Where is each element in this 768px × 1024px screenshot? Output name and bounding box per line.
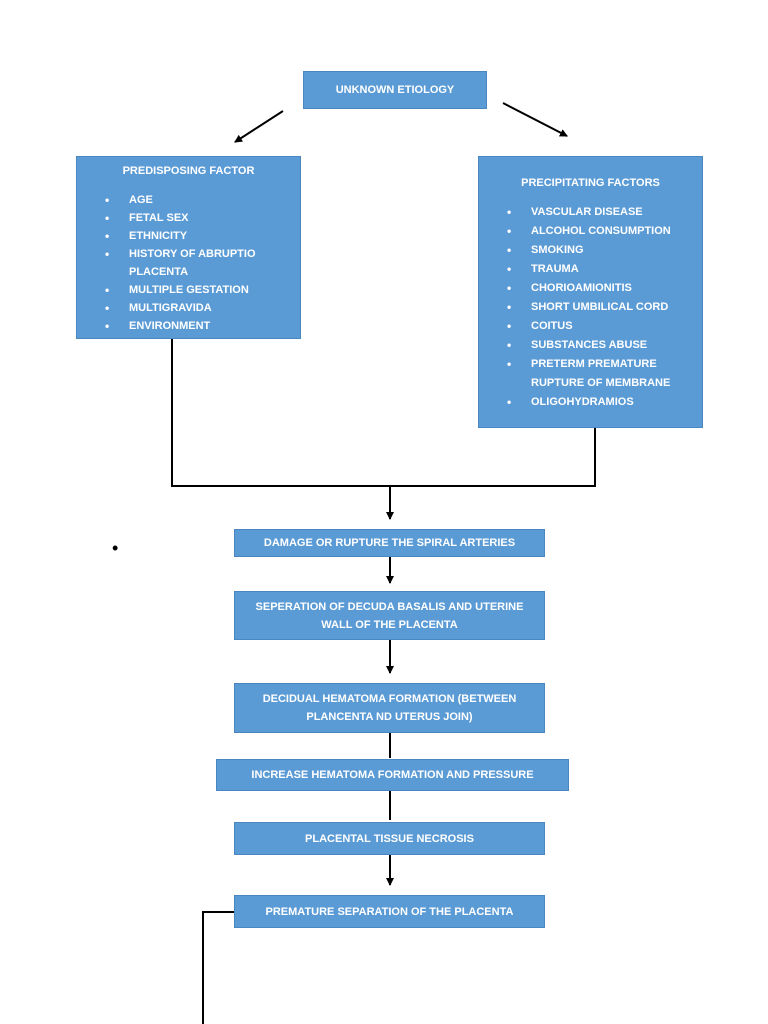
arrow-etiology-to-predisposing [234, 110, 284, 143]
predisposing-factor-list: AGE FETAL SEX ETHNICITY HISTORY OF ABRUP… [77, 191, 300, 335]
list-item: SUBSTANCES ABUSE [479, 336, 702, 355]
list-item: CHORIOAMIONITIS [479, 279, 702, 298]
merge-line [171, 339, 596, 487]
list-item: PRETERM PREMATURE RUPTURE OF MEMBRANE [479, 355, 702, 393]
list-item: SHORT UMBILICAL CORD [479, 298, 702, 317]
list-item: HISTORY OF ABRUPTIO PLACENTA [77, 245, 300, 281]
step-label: PLACENTAL TISSUE NECROSIS [305, 832, 474, 845]
list-item: OLIGOHYDRAMIOS [479, 393, 702, 412]
list-item: VASCULAR DISEASE [479, 203, 702, 222]
unknown-etiology-box: UNKNOWN ETIOLOGY [303, 71, 487, 109]
step-label: INCREASE HEMATOMA FORMATION AND PRESSURE [251, 769, 534, 781]
step-label: DAMAGE OR RUPTURE THE SPIRAL ARTERIES [263, 537, 516, 549]
list-item: MULTIPLE GESTATION [77, 281, 300, 299]
precipitating-factors-title: PRECIPITATING FACTORS [521, 177, 660, 189]
predisposing-factor-box: PREDISPOSING FACTOR AGE FETAL SEX ETHNIC… [76, 156, 301, 339]
step-box: SEPERATION OF DECUDA BASALIS AND UTERINE… [234, 591, 545, 640]
step-label: PREMATURE SEPARATION OF THE PLACENTA [265, 905, 514, 918]
step-box: DECIDUAL HEMATOMA FORMATION (BETWEEN PLA… [234, 683, 545, 733]
step-label: SEPERATION OF DECUDA BASALIS AND UTERINE… [255, 600, 524, 631]
stray-bullet-mark: • [112, 538, 119, 558]
list-item: ENVIRONMENT [77, 317, 300, 335]
list-item: ALCOHOL CONSUMPTION [479, 222, 702, 241]
precipitating-factors-box: PRECIPITATING FACTORS VASCULAR DISEASE A… [478, 156, 703, 428]
list-item: SMOKING [479, 241, 702, 260]
step-label: DECIDUAL HEMATOMA FORMATION (BETWEEN PLA… [262, 693, 517, 723]
predisposing-factor-title: PREDISPOSING FACTOR [122, 165, 255, 177]
list-item: TRAUMA [479, 260, 702, 279]
exit-line [202, 911, 234, 1024]
list-item: COITUS [479, 317, 702, 336]
precipitating-factors-list: VASCULAR DISEASE ALCOHOL CONSUMPTION SMO… [479, 203, 702, 412]
list-item: ETHNICITY [77, 227, 300, 245]
list-item: MULTIGRAVIDA [77, 299, 300, 317]
arrow-etiology-to-precipitating [502, 102, 568, 137]
list-item: AGE [77, 191, 300, 209]
list-item: FETAL SEX [77, 209, 300, 227]
step-box: PREMATURE SEPARATION OF THE PLACENTA [234, 895, 545, 928]
step-box: INCREASE HEMATOMA FORMATION AND PRESSURE [216, 759, 569, 791]
step-box: DAMAGE OR RUPTURE THE SPIRAL ARTERIES [234, 529, 545, 557]
unknown-etiology-label: UNKNOWN ETIOLOGY [335, 84, 455, 96]
step-box: PLACENTAL TISSUE NECROSIS [234, 822, 545, 855]
